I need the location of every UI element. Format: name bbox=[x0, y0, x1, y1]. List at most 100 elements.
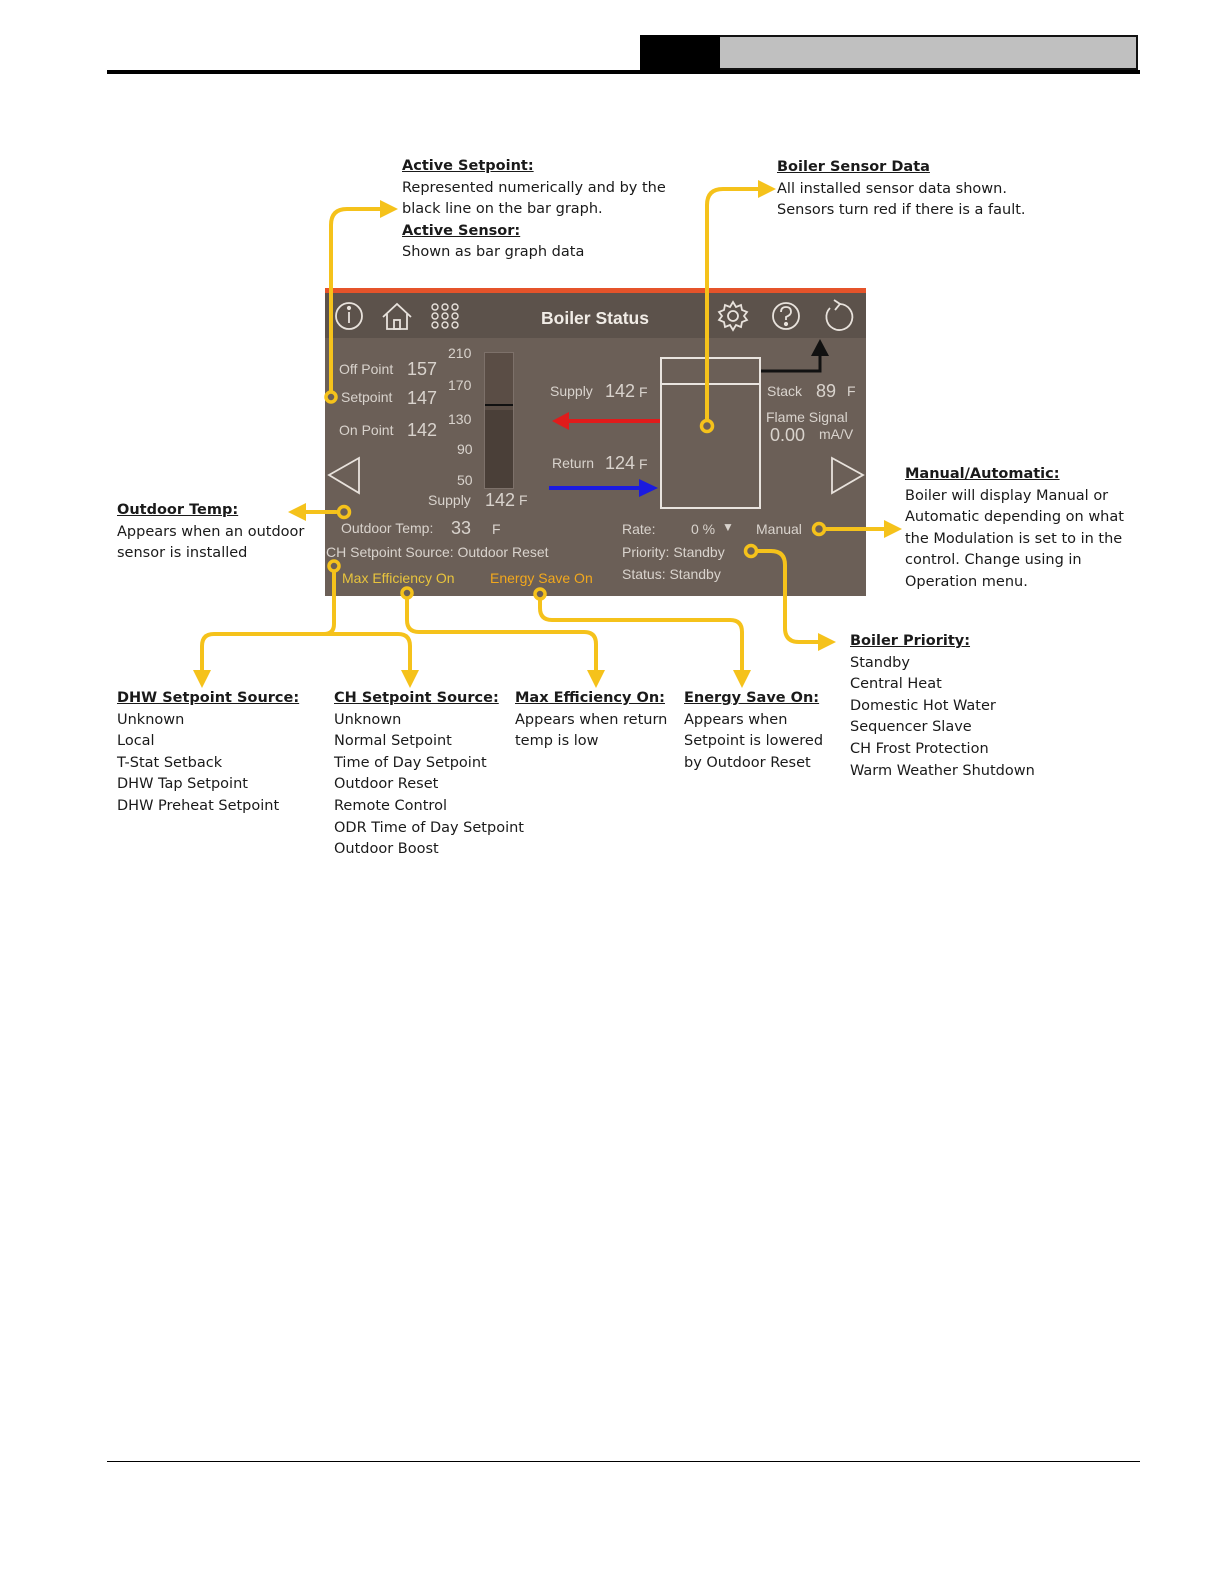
screen-toolbar bbox=[325, 293, 866, 338]
bar-supply-label: Supply bbox=[428, 492, 471, 508]
info-icon[interactable] bbox=[335, 302, 363, 330]
annotation-line: Appears when an outdoor bbox=[117, 523, 305, 540]
annotation-active-setpoint: Active Setpoint: Represented numerically… bbox=[402, 156, 666, 264]
off-point-label: Off Point bbox=[339, 361, 394, 377]
annotation-line: Warm Weather Shutdown bbox=[850, 762, 1035, 779]
off-point-value: 157 bbox=[407, 359, 438, 379]
annotation-line: Local bbox=[117, 733, 155, 750]
help-icon[interactable] bbox=[772, 302, 800, 330]
annotation-line: temp is low bbox=[515, 733, 599, 750]
stack-flow-arrow bbox=[761, 339, 829, 373]
annotation-line: Remote Control bbox=[334, 797, 447, 814]
annotation-line: ODR Time of Day Setpoint bbox=[334, 819, 524, 836]
setpoint-value: 147 bbox=[407, 388, 438, 408]
stack-label: Stack bbox=[767, 383, 803, 399]
callout-line bbox=[200, 564, 336, 672]
annotation-line: Time of Day Setpoint bbox=[334, 754, 487, 771]
annotation-line: CH Frost Protection bbox=[850, 740, 989, 757]
callout-arrowhead bbox=[587, 670, 605, 688]
bar-tick-label: 210 bbox=[448, 345, 472, 361]
annotation-ch-setpoint-source: CH Setpoint Source: Unknown Normal Setpo… bbox=[334, 688, 524, 861]
on-point-label: On Point bbox=[339, 422, 394, 438]
stack-value: 89 bbox=[816, 381, 837, 401]
bar-tick-label: 130 bbox=[448, 411, 472, 427]
screen-icon-layer bbox=[327, 299, 865, 497]
annotation-manual-automatic: Manual/Automatic: Boiler will display Ma… bbox=[905, 464, 1124, 594]
rate-dropdown-icon[interactable]: ▼ bbox=[722, 520, 734, 534]
annotation-heading: Outdoor Temp: bbox=[117, 502, 239, 518]
annotation-heading: Max Efficiency On: bbox=[515, 690, 665, 706]
boiler-divider bbox=[662, 383, 759, 385]
callout-line bbox=[322, 632, 412, 672]
annotation-line: black line on the bar graph. bbox=[402, 201, 603, 218]
annotation-boiler-priority: Boiler Priority: Standby Central Heat Do… bbox=[850, 631, 1035, 782]
bar-graph-fill bbox=[485, 410, 513, 488]
callout-arrowhead bbox=[884, 520, 902, 538]
setpoint-label: Setpoint bbox=[341, 389, 393, 405]
annotation-line: All installed sensor data shown. bbox=[777, 180, 1007, 197]
bar-supply-unit: F bbox=[519, 492, 528, 508]
setpoint-line bbox=[485, 404, 513, 407]
flame-signal-value: 0.00 bbox=[770, 425, 806, 445]
annotation-line: Represented numerically and by the bbox=[402, 179, 666, 196]
screen-accent-line bbox=[325, 288, 866, 293]
annotation-line: the Modulation is set to in the bbox=[905, 530, 1123, 547]
annotation-line: sensor is installed bbox=[117, 545, 248, 562]
annotation-line: Shown as bar graph data bbox=[402, 244, 585, 261]
return-flow-arrow bbox=[549, 479, 658, 497]
annotation-line: T-Stat Setback bbox=[117, 754, 223, 771]
annotation-line: Normal Setpoint bbox=[334, 733, 452, 750]
supply-flow-arrow bbox=[552, 412, 660, 430]
callout-arrowhead bbox=[733, 670, 751, 688]
supply-unit: F bbox=[639, 384, 648, 400]
callout-line bbox=[749, 549, 822, 644]
max-efficiency-flag: Max Efficiency On bbox=[342, 570, 455, 586]
arrow-left-icon[interactable] bbox=[327, 456, 360, 495]
menu-grid-icon[interactable] bbox=[431, 303, 459, 329]
callout-arrowhead bbox=[380, 200, 398, 218]
boiler-diagram bbox=[660, 357, 761, 509]
annotation-heading: Boiler Sensor Data bbox=[777, 159, 930, 175]
annotation-line: Domestic Hot Water bbox=[850, 697, 996, 714]
bar-supply-value: 142 bbox=[485, 490, 516, 510]
annotation-line: DHW Tap Setpoint bbox=[117, 776, 248, 793]
annotation-energy-save-on: Energy Save On: Appears when Setpoint is… bbox=[684, 688, 823, 774]
rate-value[interactable]: 0 % bbox=[691, 521, 716, 537]
footer-rule bbox=[107, 1461, 1140, 1462]
flame-signal-unit: mA/V bbox=[819, 426, 854, 442]
outdoor-temp-label: Outdoor Temp: bbox=[341, 520, 434, 536]
annotation-heading: Active Sensor: bbox=[402, 222, 521, 239]
annotation-dhw-setpoint-source: DHW Setpoint Source: Unknown Local T-Sta… bbox=[117, 688, 299, 818]
modulation-mode: Manual bbox=[756, 521, 802, 537]
annotation-heading: DHW Setpoint Source: bbox=[117, 690, 300, 706]
outdoor-temp-unit: F bbox=[492, 521, 501, 537]
return-unit: F bbox=[639, 456, 648, 472]
annotation-line: Appears when bbox=[684, 711, 788, 728]
stack-unit: F bbox=[847, 383, 856, 399]
bar-tick-label: 50 bbox=[457, 472, 473, 488]
refresh-icon[interactable] bbox=[825, 299, 854, 331]
callout-dot bbox=[743, 543, 759, 559]
callout-dot bbox=[699, 418, 715, 434]
return-label: Return bbox=[552, 455, 595, 471]
callout-line bbox=[538, 592, 744, 672]
annotation-line: Outdoor Boost bbox=[334, 841, 439, 858]
on-point-value: 142 bbox=[407, 420, 438, 440]
callout-dot bbox=[400, 586, 414, 600]
annotation-heading: Manual/Automatic: bbox=[905, 466, 1060, 482]
home-icon[interactable] bbox=[382, 302, 412, 330]
header-black-block bbox=[640, 35, 720, 70]
annotation-line: by Outdoor Reset bbox=[684, 754, 811, 771]
annotation-line: Unknown bbox=[117, 711, 185, 728]
return-value: 124 bbox=[605, 453, 636, 473]
arrow-right-icon[interactable] bbox=[831, 456, 865, 495]
boiler-status-screen: Boiler Status Off Point 157 Setpoint 147… bbox=[325, 288, 866, 596]
callout-arrowhead bbox=[288, 503, 306, 521]
annotation-boiler-sensor-data: Boiler Sensor Data All installed sensor … bbox=[777, 157, 1026, 222]
ch-setpoint-source: CH Setpoint Source: Outdoor Reset bbox=[326, 544, 549, 560]
annotation-heading: CH Setpoint Source: bbox=[334, 690, 499, 706]
energy-save-flag: Energy Save On bbox=[490, 570, 593, 586]
callout-dot bbox=[533, 587, 547, 601]
annotation-line: Standby bbox=[850, 654, 910, 671]
gear-icon[interactable] bbox=[717, 300, 749, 332]
